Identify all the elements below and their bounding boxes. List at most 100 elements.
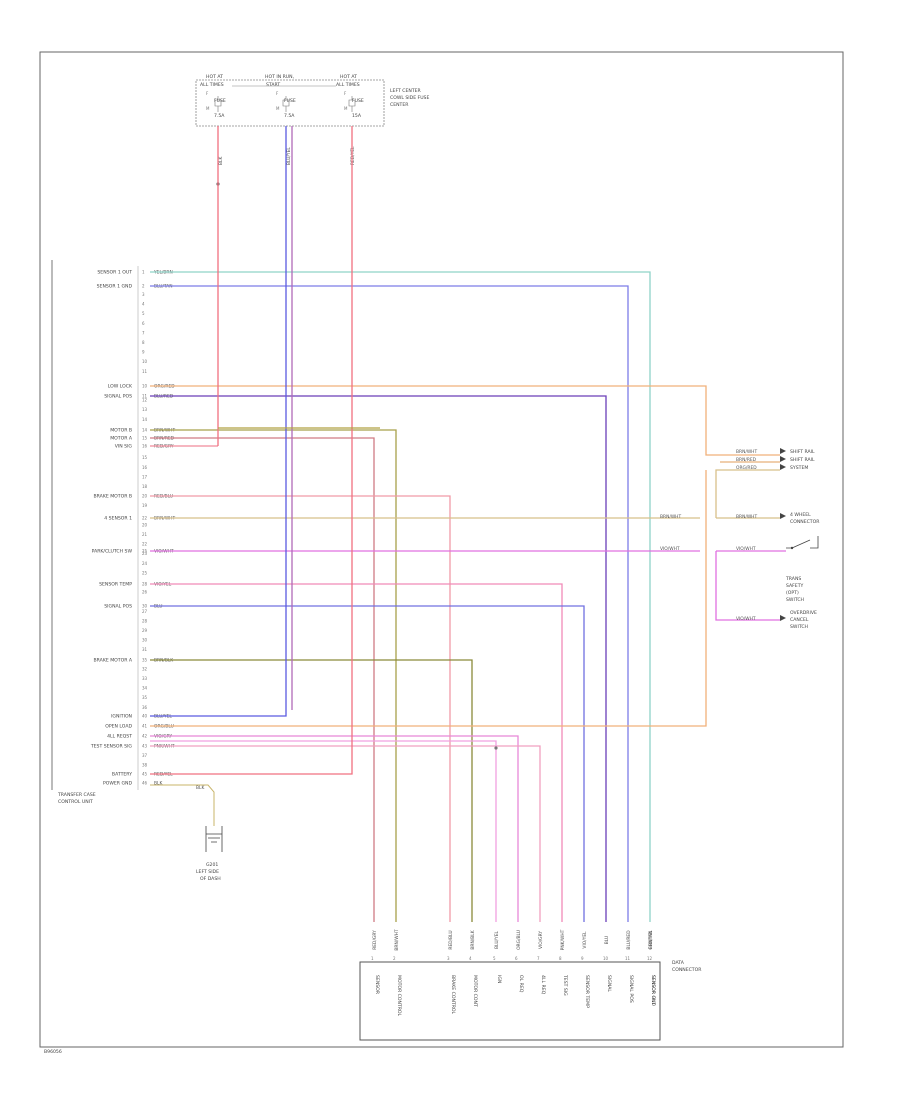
wire-sensor-1-out [150, 271, 651, 922]
control-unit-pin-number: 45 [142, 772, 148, 777]
fuse-2-line-1: HOT IN RUN, [265, 74, 295, 80]
control-unit-pin-label: LOW LOCK [108, 384, 133, 390]
wire-signal-pos [150, 395, 607, 922]
wire-battery [150, 126, 353, 775]
dlc-pin-number: 1 [371, 956, 374, 961]
control-unit-pin-number: 28 [142, 582, 148, 587]
fuse-1-line-5: M [206, 106, 210, 111]
control-unit-pin-label: BRAKE MOTOR A [94, 658, 133, 664]
control-unit-pin-number: 11 [142, 394, 148, 399]
wire-sensor-temp [150, 583, 563, 922]
control-unit-spare-pin: 35 [142, 695, 148, 700]
control-unit-pin-number: 42 [142, 734, 148, 739]
control-unit-pin-number: 43 [142, 744, 148, 749]
ground-wire-label: BLK [196, 785, 204, 791]
fuse-3: HOT AT ALL TIMES F FUSE M 15A [336, 74, 364, 119]
control-unit-spare-pin: 12 [142, 398, 148, 403]
dlc-pin-wire-label: BRN/WHT [394, 929, 400, 950]
overdrive-label-2: CANCEL [790, 617, 809, 623]
dlc-pin-number: 11 [625, 956, 631, 961]
trans-switch-label-2: SAFETY [786, 583, 803, 589]
control-unit-pin-label: BATTERY [112, 772, 132, 778]
trans-switch-wire-in: VIO/WHT [660, 546, 680, 552]
control-unit-pin-label: MOTOR B [110, 428, 132, 434]
control-unit-pin-number: 1 [142, 270, 145, 275]
control-unit-spare-pin: 8 [142, 340, 145, 345]
dlc-pin-label: BRAKE CONTROL [450, 975, 456, 1015]
trans-switch-label-3: (OPT) [786, 590, 799, 596]
trans-safety-switch: VIO/WHT VIO/WHT TRANS SAFETY (OPT) SWITC… [660, 536, 819, 603]
fuse-3-symbol [348, 96, 356, 112]
control-unit-pin-number: 35 [142, 658, 148, 663]
dlc-pin-number: 3 [447, 956, 450, 961]
wire-4ll-reqst [150, 735, 519, 922]
dlc-pin-wire-label: BLU [604, 936, 610, 944]
control-unit-spare-pin: 38 [142, 762, 148, 767]
wire-motor-a [150, 437, 375, 922]
wire-motor-b [150, 429, 397, 922]
dlc-pin-label: SENSOR OUT [650, 975, 656, 1005]
fuse-2-wire-label: BLU/YEL [286, 147, 292, 165]
control-unit-spare-pin: 32 [142, 666, 148, 671]
control-unit-pin-number: 16 [142, 444, 148, 449]
splice-dot-test-sensor [494, 746, 498, 750]
fuse-1-symbol [214, 96, 222, 112]
wire-test-sensor [150, 745, 541, 922]
control-unit-spare-pin: 29 [142, 628, 148, 633]
fuse-3-wire-label: RED/YEL [350, 146, 356, 165]
dlc-pin-number: 7 [537, 956, 540, 961]
fuse-2-line-3: F [276, 91, 279, 96]
dlc-body [359, 961, 661, 1041]
control-unit-spare-pin: 23 [142, 551, 148, 556]
dlc-pin-number: 4 [469, 956, 472, 961]
control-unit-spare-pin: 4 [142, 302, 145, 307]
control-unit-spare-pin: 15 [142, 455, 148, 460]
control-unit-spare-pin: 11 [142, 369, 148, 374]
ground-label-1: G201 [206, 862, 218, 868]
control-unit-spare-pin: 9 [142, 350, 145, 355]
control-unit-spare-pin: 21 [142, 532, 148, 537]
dlc-pin-number: 2 [393, 956, 396, 961]
control-unit-name-1: TRANSFER CASE [57, 792, 96, 798]
overdrive-label-1: OVERDRIVE [790, 610, 817, 616]
control-unit-pin-label: IGNITION [111, 714, 132, 720]
control-unit-pin-number: 20 [142, 494, 148, 499]
control-unit-spare-pin: 28 [142, 618, 148, 623]
fuse-3-line-4: FUSE [352, 98, 364, 104]
four-wheel-connector: BRN/WHT BRN/WHT 4 WHEEL CONNECTOR [660, 512, 820, 525]
fuse-3-line-1: HOT AT [340, 74, 357, 80]
control-unit-spare-pin: 20 [142, 522, 148, 527]
control-unit-spare-pin: 10 [142, 359, 148, 364]
fuse-1-line-6: 7.5A [214, 113, 225, 119]
control-unit: TRANSFER CASE CONTROL UNIT [51, 260, 139, 805]
control-unit-spare-pin: 13 [142, 407, 148, 412]
fuse-2-symbol [282, 96, 290, 112]
control-unit-spare-pin: 5 [142, 311, 145, 316]
shift-rail-label-2: SHIFT RAIL [790, 457, 815, 463]
dlc-pin-wire-label: RED/BLU [448, 930, 454, 949]
dlc-pin-wire-label: RED/GRY [372, 930, 378, 950]
control-unit-pin-number: 22 [142, 516, 148, 521]
fuse-2: HOT IN RUN, START F FUSE M 7.5A [265, 74, 296, 119]
fuse-1-line-4: FUSE [214, 98, 226, 104]
control-unit-pin-number: 2 [142, 284, 145, 289]
dlc-pin-label: MOTOR CONTROL [396, 975, 402, 1017]
four-wheel-label-2: CONNECTOR [790, 519, 820, 525]
dlc-pin-number: 5 [493, 956, 496, 961]
overdrive-label-3: SWITCH [790, 624, 808, 630]
shift-rail-connector: BRN/WHT BRN/RED ORG/RED SHIFT RAIL SHIFT… [736, 448, 815, 471]
fuse-box-label-1: LEFT CENTER [390, 88, 422, 94]
control-unit-spare-pin: 25 [142, 570, 148, 575]
control-unit-pin-label: 4LL REQST [107, 734, 132, 740]
control-unit-spare-pin: 18 [142, 484, 148, 489]
dlc-pin-label: TEST SIG [562, 974, 568, 996]
dlc-pin-wire-label: BLU/RED [626, 930, 632, 950]
shift-rail-label-1: SHIFT RAIL [790, 449, 815, 455]
control-unit-pin-label: POWER GND [103, 781, 132, 787]
control-unit-pin-label: SIGNAL POS [104, 394, 132, 400]
dlc-pin-label: SIGNAL [606, 975, 612, 992]
control-unit-spare-pin: 7 [142, 330, 145, 335]
control-unit-pin-label: SIGNAL POS [104, 604, 132, 610]
